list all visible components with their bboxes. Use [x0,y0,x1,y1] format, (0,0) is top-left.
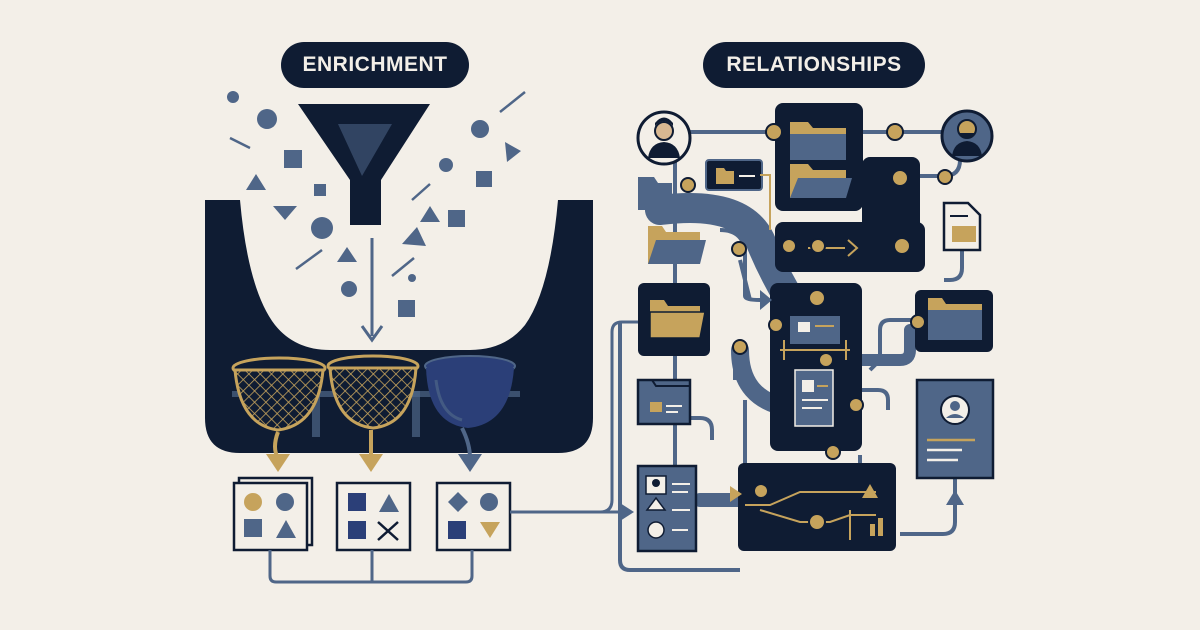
container-block [738,463,896,551]
relationships-title-pill: RELATIONSHIPS [703,42,925,88]
folder-icon [790,122,846,160]
profile-card-icon [636,464,698,553]
document-icon [794,369,834,427]
sieve-icon [326,354,420,430]
scattered-particles [227,91,526,317]
arrow-icon [730,290,964,505]
folder-icon [648,226,706,264]
enrichment-title: ENRICHMENT [302,53,448,76]
folder-icon [649,300,706,339]
sorted-card [335,481,412,552]
folder-icon [928,298,982,340]
relationships-section [618,103,995,572]
bowl-icon [424,355,516,428]
sieve-icon [231,356,327,432]
folder-icon [638,177,672,210]
person-icon [940,109,994,163]
document-icon [790,316,840,344]
down-arrow-icon [360,238,384,343]
enrichment-title-pill: ENRICHMENT [281,42,469,88]
sorted-card [435,481,512,552]
container-block [775,222,925,272]
document-icon [636,378,692,426]
enrichment-section [205,91,640,584]
person-icon [636,110,692,166]
container-block [862,157,920,232]
node-dots [680,123,953,531]
relationships-title: RELATIONSHIPS [726,53,902,76]
folder-icon [790,164,852,198]
profile-card-icon [915,378,995,480]
document-icon [942,201,982,252]
funnel-icon [298,104,430,225]
folder-icon [705,159,763,191]
card-connector [268,320,640,584]
sorted-card [232,476,314,552]
